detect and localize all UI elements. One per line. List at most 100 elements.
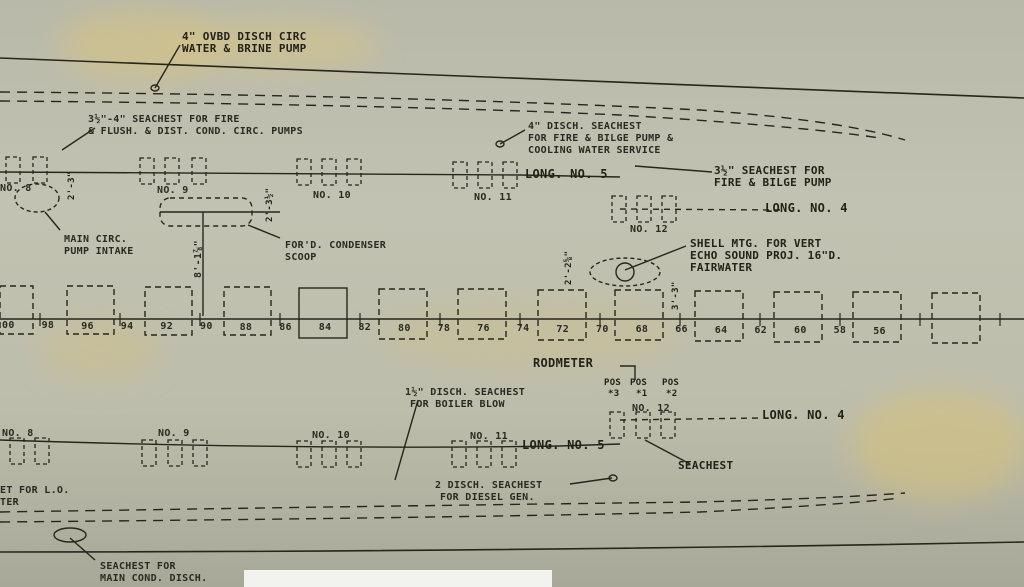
label-main-cond-2: MAIN COND. DISCH.: [100, 573, 208, 584]
frame-box: [223, 286, 272, 336]
small-box: [660, 411, 676, 439]
dim-3-3: 3'-3": [671, 281, 681, 310]
frame-box: [144, 286, 193, 336]
small-box: [501, 440, 517, 468]
small-box: [167, 439, 183, 467]
long-upper-no12: NO. 12: [630, 224, 668, 235]
long-line-lower: [0, 439, 621, 448]
dashed-curve-top-1: [0, 91, 906, 141]
small-box: [502, 161, 518, 189]
frame-number: 62: [754, 324, 768, 336]
frame-number: 64: [714, 324, 728, 336]
frame-number: 78: [437, 322, 451, 334]
label-pos-num-1: *3: [608, 389, 620, 399]
main-cond-seachest: [53, 527, 87, 543]
upper-small-boxes: [5, 156, 677, 468]
long-lower-no5: LONG. NO. 5: [522, 438, 605, 452]
label-pos-2: POS: [630, 378, 648, 388]
small-box: [452, 161, 468, 189]
frame-number: 92: [160, 321, 174, 332]
frame-box: [378, 288, 428, 340]
leader-ovbd: [154, 44, 181, 89]
leader-main-circ: [44, 211, 61, 231]
leader-rodmeter: [620, 365, 636, 380]
dim-2-2: 2'-2⅝": [564, 250, 574, 285]
frame-number: 82: [358, 322, 372, 334]
frame-number: 66: [675, 324, 688, 336]
small-box: [321, 440, 337, 468]
label-seachest: SEACHEST: [678, 459, 734, 472]
long-upper-no9: NO. 9: [157, 185, 189, 196]
frame-box: [614, 289, 664, 341]
frame-box: [537, 289, 587, 341]
dashed-curve-bottom-2: [0, 497, 901, 523]
long-upper-no11: NO. 11: [474, 192, 512, 203]
stain-mid-left: [40, 320, 160, 380]
label-boiler-1: 1½" DISCH. SEACHEST: [405, 387, 526, 398]
label-pos-1: POS: [604, 378, 622, 388]
label-ovbd-1: 4" OVBD DISCH CIRC: [182, 30, 307, 43]
small-box: [139, 157, 155, 185]
label-main-circ-2: PUMP INTAKE: [64, 246, 134, 257]
small-box: [5, 156, 21, 184]
long-upper-no4: LONG. NO. 4: [765, 201, 848, 215]
frame-box: [457, 288, 507, 340]
label-diesel-1: 2 DISCH. SEACHEST: [435, 480, 543, 491]
label-disch-fire-3: COOLING WATER SERVICE: [528, 145, 661, 156]
small-box: [661, 195, 677, 223]
small-box: [34, 437, 50, 465]
diesel-opening: [608, 474, 618, 482]
stain-center: [380, 300, 680, 370]
small-box: [296, 158, 312, 186]
frame-number: 72: [556, 323, 570, 335]
long-line-no4-upper: [619, 208, 781, 211]
label-diesel-2: FOR DIESEL GEN.: [440, 492, 535, 503]
long-lower-no10: NO. 10: [312, 430, 350, 441]
label-shell-mtg-1: SHELL MTG. FOR VERT: [690, 237, 822, 250]
label-main-circ-1: MAIN CIRC.: [64, 234, 128, 245]
frame-number: 86: [279, 321, 292, 333]
stain-right: [850, 390, 1024, 500]
small-box: [477, 161, 493, 189]
long-upper-no10: NO. 10: [313, 190, 351, 201]
frame-number: 70: [596, 323, 609, 335]
leader-boiler-blow: [394, 399, 419, 481]
frame-box: [773, 291, 823, 343]
leader-disch-fire: [499, 129, 526, 145]
dashed-curve-top-2: [0, 100, 881, 139]
small-box: [191, 157, 207, 185]
frame-box: [694, 290, 744, 342]
long-line-upper: [0, 171, 621, 178]
small-box: [476, 440, 492, 468]
label-condenser-1: FOR'D. CONDENSER: [285, 240, 387, 251]
label-rodmeter: RODMETER: [533, 356, 594, 370]
label-boiler-2: FOR BOILER BLOW: [410, 399, 505, 410]
ovbd-opening: [150, 84, 160, 92]
small-box: [635, 411, 651, 439]
dashed-curve-bottom-1: [0, 492, 906, 513]
frame-number: 94: [120, 320, 134, 332]
frame-box: [931, 292, 981, 344]
dim-8-1: 8'-1⅞": [193, 240, 204, 278]
frame-number: 56: [873, 325, 886, 337]
long-line-no4-lower: [619, 417, 761, 421]
stain-top-center: [170, 20, 380, 70]
paper-slip: [244, 570, 552, 587]
dim-2-3: 2'-3": [67, 171, 77, 200]
label-pos-3: POS: [662, 378, 680, 388]
long-lower-no4: LONG. NO. 4: [762, 408, 845, 422]
leader-condenser: [247, 224, 281, 239]
frame-ticks: [39, 313, 1001, 326]
leader-seachest-fire-bilge: [634, 165, 713, 173]
label-shell-mtg-3: FAIRWATER: [690, 261, 753, 274]
frame-boxes: [0, 285, 981, 344]
main-circ-intake: [14, 183, 60, 213]
small-box: [9, 437, 25, 465]
small-box: [609, 411, 625, 439]
hull-edge-top: [0, 57, 1024, 99]
leader-seachest-fire: [61, 127, 96, 151]
hull-edge-bottom: [0, 541, 1024, 553]
long-upper-no8: NO. 8: [0, 183, 32, 194]
label-main-cond-1: SEACHEST FOR: [100, 561, 176, 572]
